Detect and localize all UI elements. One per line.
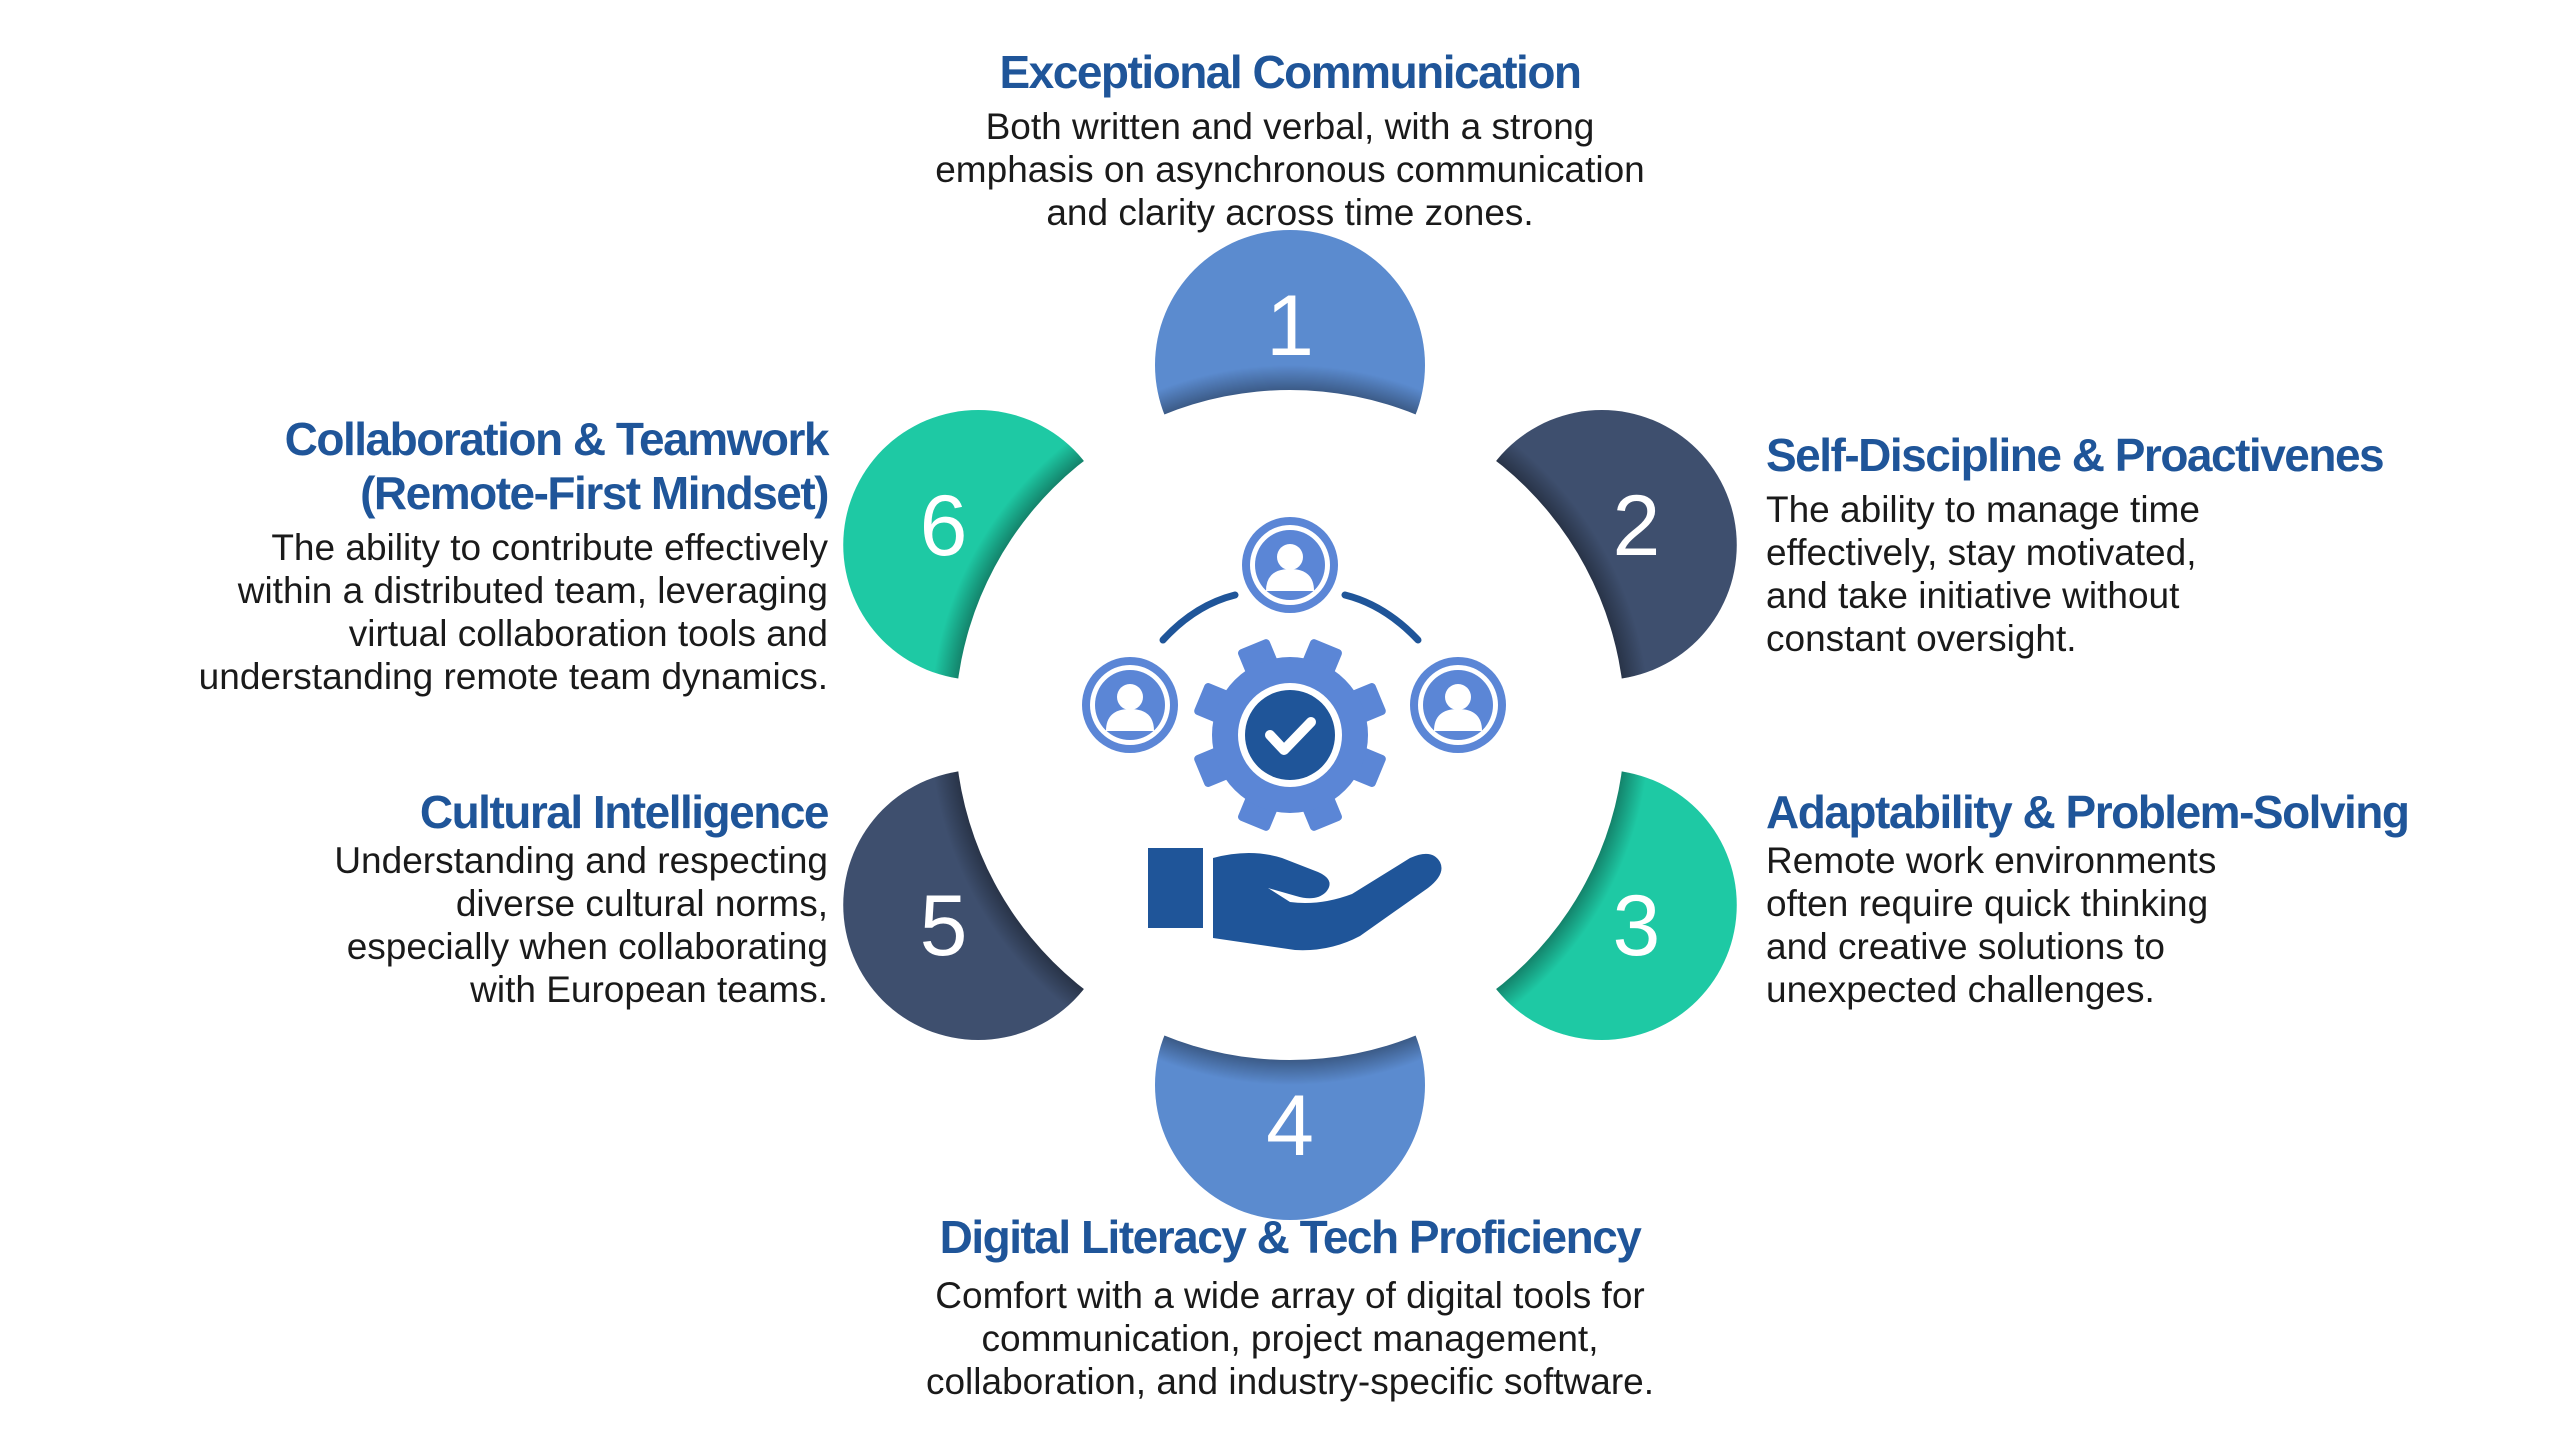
item-1-desc-line: Both written and verbal, with a strong xyxy=(985,106,1595,147)
item-2-desc-line: effectively, stay motivated, xyxy=(1766,532,2197,573)
item-2-description: The ability to manage time effectively, … xyxy=(1766,488,2526,660)
item-4-title: Digital Literacy & Tech Proficiency xyxy=(939,1211,1642,1263)
item-5-desc-line: Understanding and respecting xyxy=(334,840,828,881)
petal-4-number: 4 xyxy=(1266,1078,1314,1174)
item-1-desc-line: emphasis on asynchronous communication xyxy=(935,149,1645,190)
petal-3-shadow xyxy=(1466,770,1737,1040)
item-6-title-line: (Remote-First Mindset) xyxy=(360,467,829,519)
item-5-block: Cultural Intelligence Understanding and … xyxy=(100,785,830,1011)
connector-arc-left-icon xyxy=(1159,591,1239,644)
item-5-desc-line: especially when collaborating xyxy=(346,926,828,967)
item-6-description: The ability to contribute effectively wi… xyxy=(100,526,828,698)
item-2-desc-line: and take initiative without xyxy=(1766,575,2180,616)
gear-check-icon xyxy=(1194,639,1386,831)
petal-3-number: 3 xyxy=(1612,878,1660,974)
petal-2-shadow xyxy=(1466,410,1737,680)
item-6-title: Collaboration & Teamwork (Remote-First M… xyxy=(100,412,830,520)
petal-5-number: 5 xyxy=(920,878,968,974)
item-2-title: Self-Discipline & Proactivenes xyxy=(1766,429,2385,481)
item-6-desc-line: The ability to contribute effectively xyxy=(271,527,828,568)
item-6-title-line: Collaboration & Teamwork xyxy=(284,413,830,465)
item-5-title: Cultural Intelligence xyxy=(419,786,830,838)
item-4-desc-line: Comfort with a wide array of digital too… xyxy=(935,1275,1645,1316)
open-hand-icon xyxy=(1148,848,1442,951)
item-4-desc-line: communication, project management, xyxy=(981,1318,1599,1359)
item-6-desc-line: understanding remote team dynamics. xyxy=(198,656,828,697)
item-4-description: Comfort with a wide array of digital too… xyxy=(840,1274,1740,1403)
item-3-title: Adaptability & Problem-Solving xyxy=(1766,786,2410,838)
item-3-desc-line: often require quick thinking xyxy=(1766,883,2209,924)
petal-1-number: 1 xyxy=(1266,278,1314,374)
item-1-title: Exceptional Communication xyxy=(999,46,1582,98)
item-6-desc-line: within a distributed team, leveraging xyxy=(237,570,828,611)
item-3-description: Remote work environments often require q… xyxy=(1766,839,2546,1011)
petal-6-shadow xyxy=(843,410,1114,680)
connector-arc-right-icon xyxy=(1341,591,1422,644)
petal-4-shadow xyxy=(1155,950,1425,1220)
person-top-icon xyxy=(1242,517,1338,613)
item-3-desc-line: Remote work environments xyxy=(1766,840,2217,881)
item-4-desc-line: collaboration, and industry-specific sof… xyxy=(925,1361,1655,1402)
person-right-icon xyxy=(1410,657,1506,753)
item-5-desc-line: diverse cultural norms, xyxy=(455,883,828,924)
item-2-block: Self-Discipline & Proactivenes The abili… xyxy=(1766,428,2526,660)
petal-2-number: 2 xyxy=(1612,478,1660,574)
item-3-desc-line: unexpected challenges. xyxy=(1766,969,2155,1010)
item-3-block: Adaptability & Problem-Solving Remote wo… xyxy=(1766,785,2546,1011)
item-2-desc-line: constant oversight. xyxy=(1766,618,2077,659)
item-1-description: Both written and verbal, with a strong e… xyxy=(890,105,1690,234)
item-3-desc-line: and creative solutions to xyxy=(1766,926,2166,967)
item-5-desc-line: with European teams. xyxy=(470,969,828,1010)
item-6-block: Collaboration & Teamwork (Remote-First M… xyxy=(100,412,830,698)
person-left-icon xyxy=(1082,657,1178,753)
petal-5-shadow xyxy=(843,770,1114,1040)
petal-1-shadow xyxy=(1155,230,1425,500)
center-illustration-icon xyxy=(1082,517,1506,951)
item-4-block: Digital Literacy & Tech Proficiency Comf… xyxy=(840,1210,1740,1403)
item-5-description: Understanding and respecting diverse cul… xyxy=(100,839,828,1011)
item-1-desc-line: and clarity across time zones. xyxy=(1046,192,1534,233)
item-1-block: Exceptional Communication Both written a… xyxy=(890,45,1690,234)
item-6-desc-line: virtual collaboration tools and xyxy=(348,613,828,654)
petal-6-number: 6 xyxy=(920,478,968,574)
item-2-desc-line: The ability to manage time xyxy=(1766,489,2200,530)
